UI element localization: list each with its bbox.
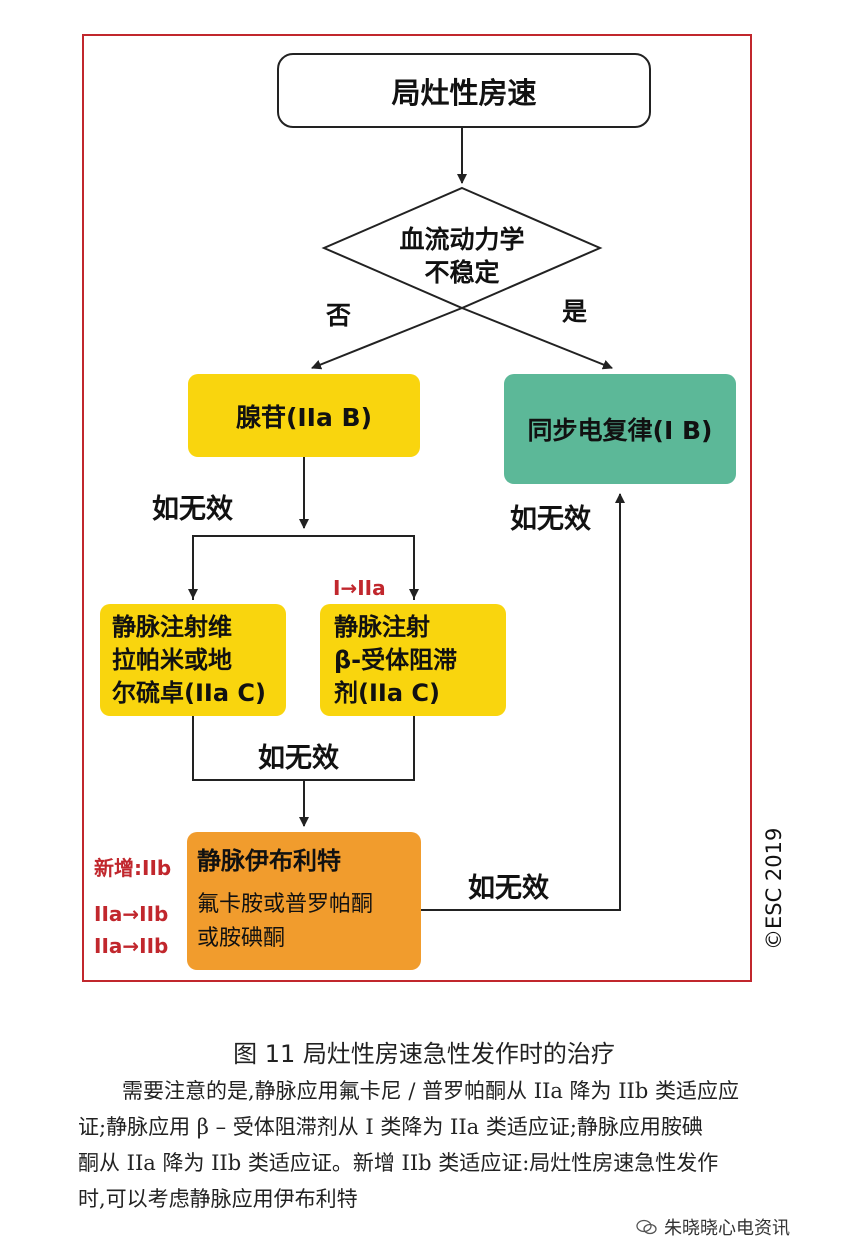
ibut-sub-line2: 或胺碘酮 — [197, 926, 286, 951]
wechat-icon — [636, 1219, 657, 1235]
body-paragraph: 需要注意的是,静脉应用氟卡尼 / 普罗帕酮从 IIa 降为 IIb 类适应应 证… — [78, 1073, 820, 1217]
ibut-sub-line1: 氟卡胺或普罗帕酮 — [197, 892, 374, 917]
arrow-yes — [461, 307, 613, 370]
arrow-ibut-to-sync — [421, 493, 625, 911]
ibut-main-label: 静脉伊布利特 — [197, 847, 341, 875]
connector-lines — [188, 128, 625, 911]
watermark-text: 朱晓晓心电资讯 — [664, 1218, 790, 1239]
if-ineffective-label-3: 如无效 — [258, 743, 339, 774]
beta-blocker-node: 静脉注射 β-受体阻滞 剂(IIa C) — [320, 604, 506, 716]
copyright-label: ©ESC 2019 — [762, 827, 786, 950]
verapamil-node: 静脉注射维 拉帕米或地 尔硫卓(IIa C) — [100, 604, 286, 716]
vera-line2: 拉帕米或地 — [112, 645, 232, 674]
para-line2: 证;静脉应用 β – 受体阻滞剂从 I 类降为 IIa 类适应证;静脉应用胺碘 — [78, 1115, 703, 1139]
ibutilide-node: 静脉伊布利特 氟卡胺或普罗帕酮 或胺碘酮 — [187, 832, 421, 970]
para-line3: 酮从 IIa 降为 IIb 类适应证。新增 IIb 类适应证:局灶性房速急性发作 — [78, 1151, 719, 1175]
para-line1: 需要注意的是,静脉应用氟卡尼 / 普罗帕酮从 IIa 降为 IIb 类适应应 — [122, 1079, 739, 1103]
split-connector — [192, 535, 415, 600]
downgrade-label-1: IIa→IIb — [94, 902, 169, 926]
decision-line2: 不稳定 — [424, 258, 500, 287]
arrow-no — [311, 307, 463, 370]
new-class-label: 新增:IIb — [94, 856, 172, 880]
beta-line1: 静脉注射 — [334, 612, 430, 641]
start-node: 局灶性房速 — [277, 53, 651, 128]
para-line4: 时,可以考虑静脉应用伊布利特 — [78, 1187, 358, 1211]
vera-line1: 静脉注射维 — [112, 612, 232, 641]
figure-caption: 图 11 局灶性房速急性发作时的治疗 — [233, 1040, 615, 1068]
if-ineffective-label-2: 如无效 — [510, 504, 591, 535]
sync-label: 同步电复律(I B) — [527, 416, 713, 445]
vera-line3: 尔硫卓(IIa C) — [112, 678, 266, 707]
adenosine-label: 腺苷(IIa B) — [235, 402, 373, 432]
downgrade-label-2: IIa→IIb — [94, 934, 169, 958]
yes-label: 是 — [562, 297, 588, 326]
if-ineffective-label-4: 如无效 — [468, 873, 549, 904]
decision-text: 血流动力学 不稳定 — [360, 223, 564, 289]
sync-cardioversion-node: 同步电复律(I B) — [504, 374, 736, 484]
diagram-frame — [82, 34, 752, 982]
no-label: 否 — [326, 301, 352, 330]
beta-line2: β-受体阻滞 — [334, 645, 458, 674]
watermark: 朱晓晓心电资讯 — [636, 1214, 790, 1240]
beta-line3: 剂(IIa C) — [334, 678, 440, 707]
beta-class-change: I→IIa — [333, 576, 386, 600]
if-ineffective-label-1: 如无效 — [152, 494, 233, 525]
decision-line1: 血流动力学 — [399, 225, 525, 254]
start-label: 局灶性房速 — [391, 75, 537, 110]
adenosine-node: 腺苷(IIa B) — [188, 374, 420, 457]
